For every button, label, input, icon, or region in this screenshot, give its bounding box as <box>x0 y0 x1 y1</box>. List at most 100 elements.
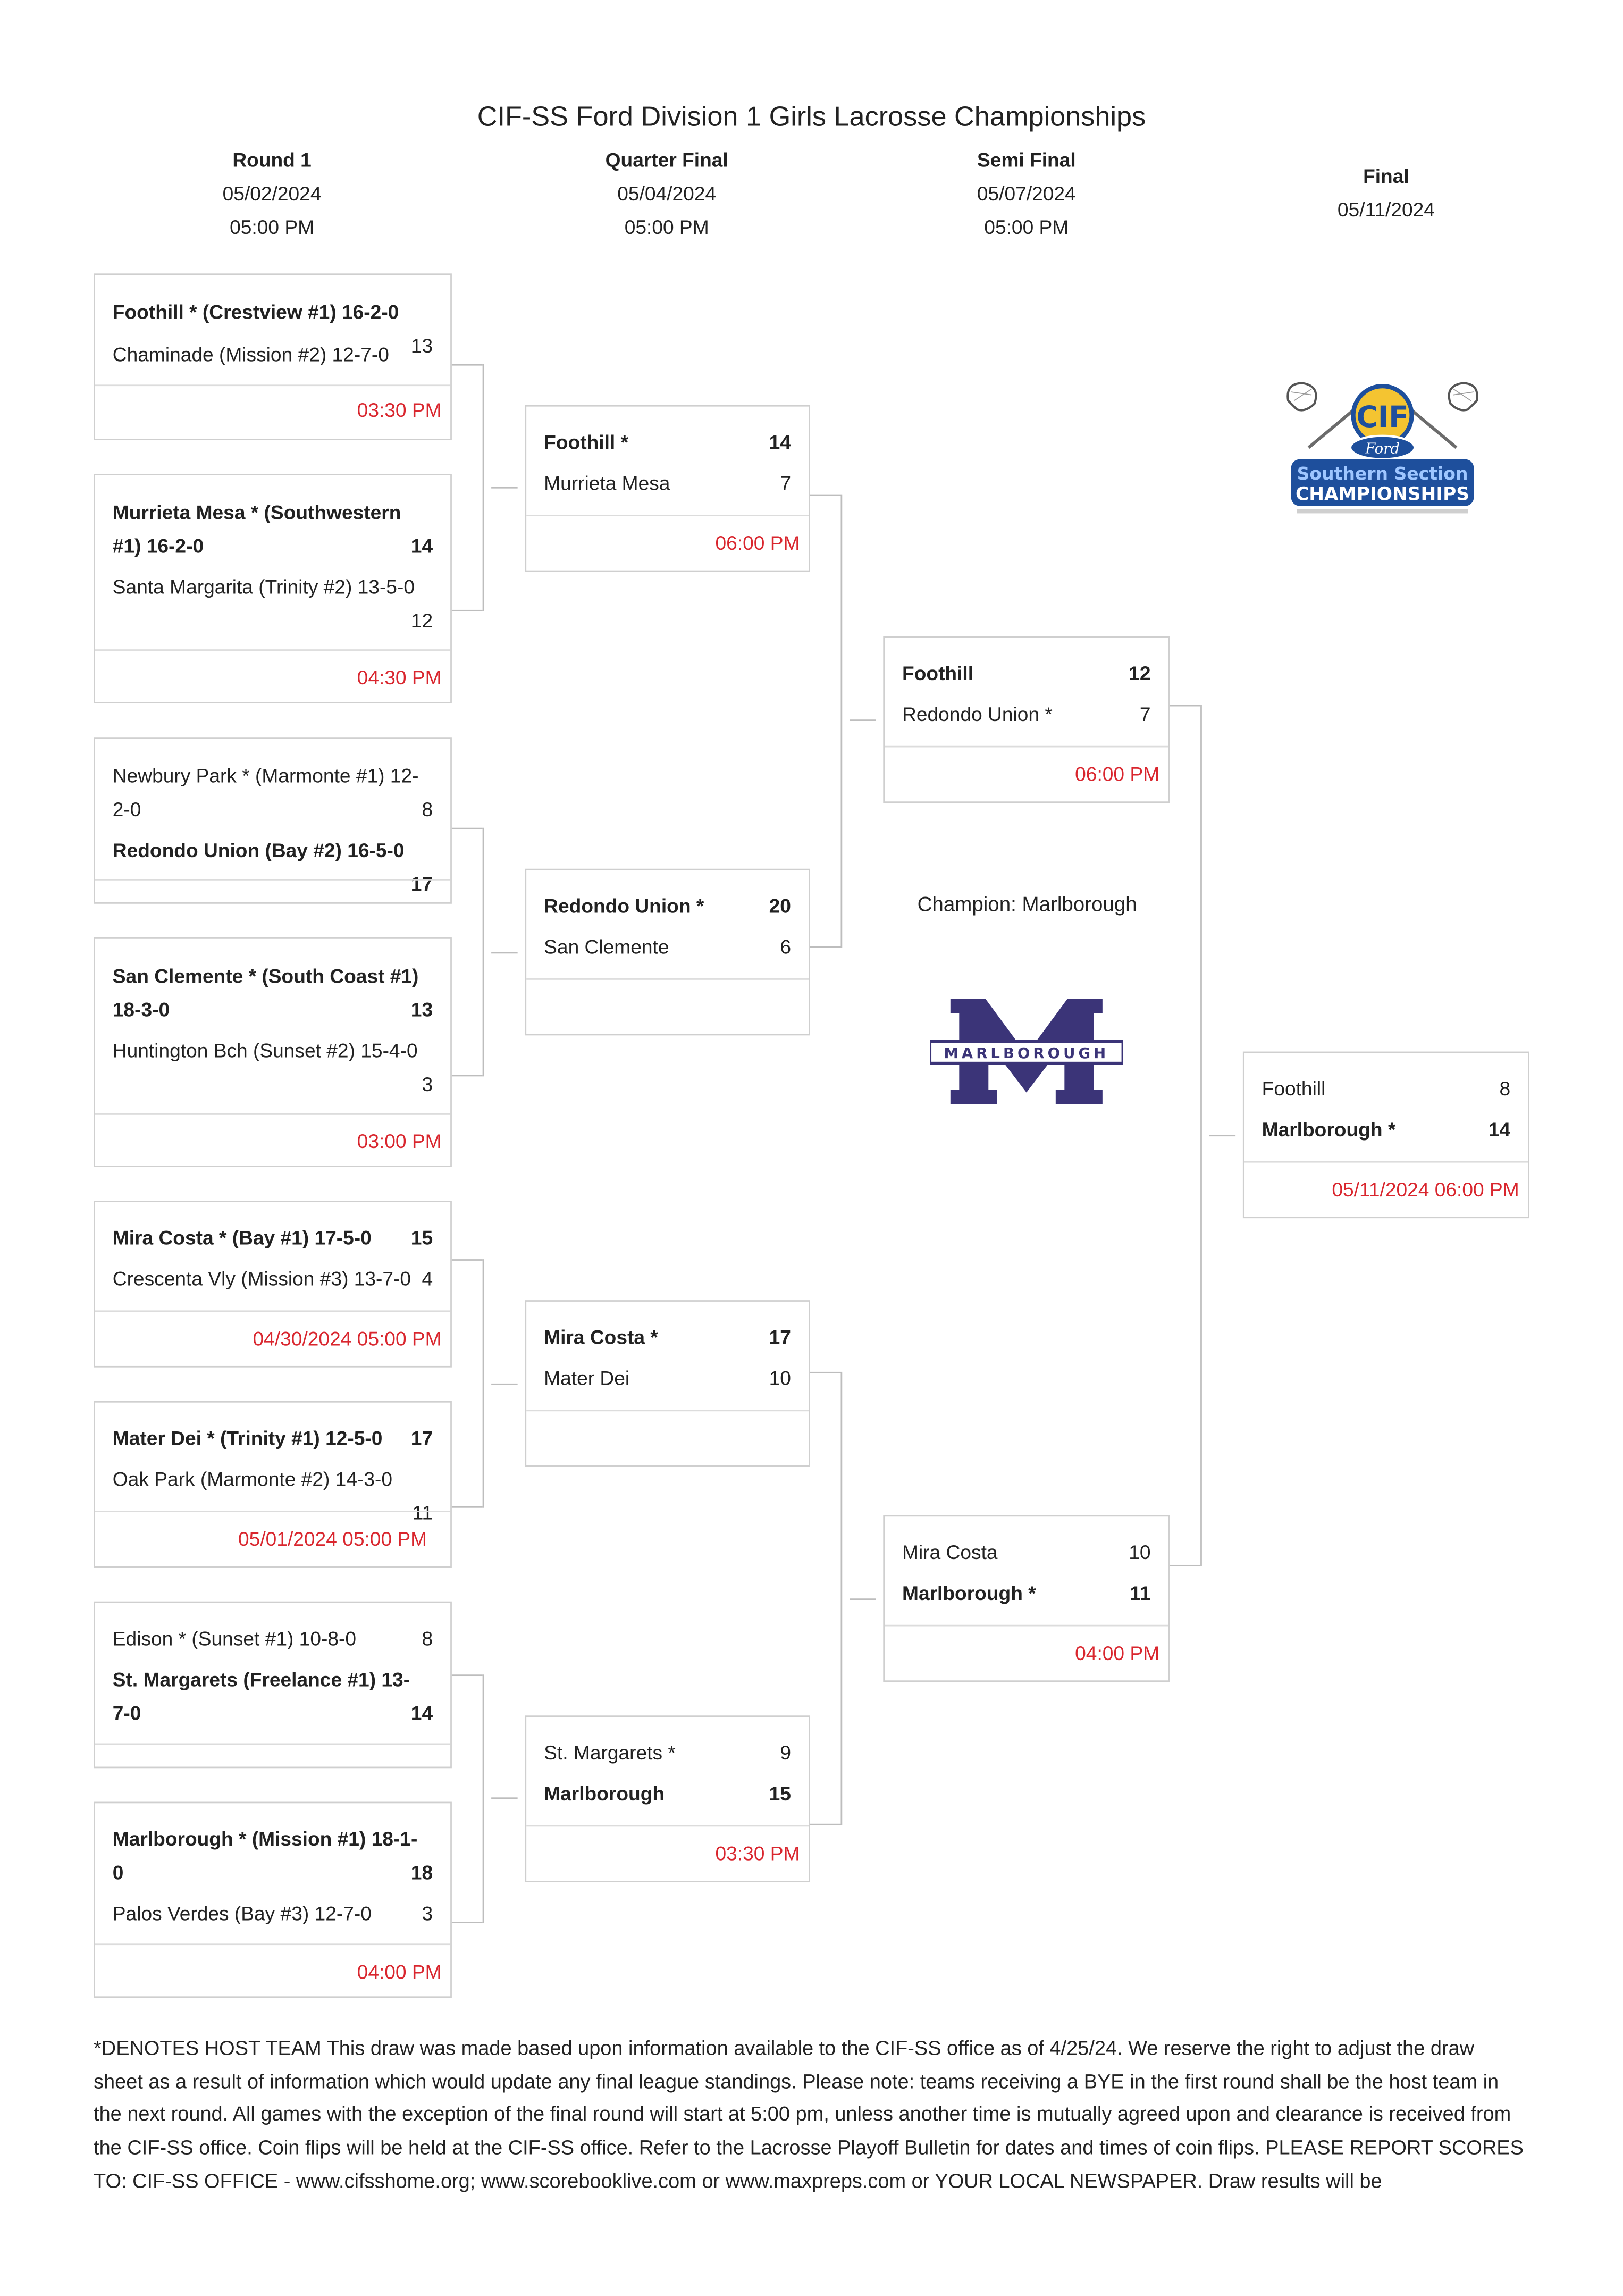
score-1: 20 <box>769 895 791 917</box>
team-1: Mira Costa * (Bay #1) 17-5-0 <box>112 1227 372 1249</box>
connector-line <box>451 1922 483 1923</box>
team-2: Redondo Union * <box>902 703 1053 726</box>
score-2: 7 <box>1139 703 1151 726</box>
score-2: 13 <box>410 334 433 357</box>
score-2: 10 <box>769 1367 791 1389</box>
divider <box>1244 1161 1528 1163</box>
team-2: Crescenta Vly (Mission #3) 13-7-0 <box>112 1268 411 1290</box>
connector-line <box>451 1506 483 1508</box>
score-1: 15 <box>410 1227 433 1249</box>
team-2: Marlborough * <box>1262 1119 1396 1141</box>
match-box-sf-2[interactable]: Mira Costa 10 Marlborough * 11 04:00 PM <box>883 1515 1170 1682</box>
round-header-3: Semi Final 05/07/2024 05:00 PM <box>880 144 1173 245</box>
connector-line <box>1200 705 1202 1566</box>
connector-line <box>491 1797 518 1799</box>
connector-line <box>451 827 483 829</box>
team-1: Mira Costa * <box>544 1326 658 1348</box>
connector-line <box>810 1371 841 1373</box>
connector-line <box>810 494 841 496</box>
team-2: San Clemente <box>544 936 669 958</box>
divider <box>885 1624 1168 1627</box>
connector-line <box>451 1674 483 1677</box>
match-box-r1-8[interactable]: Marlborough * (Mission #1) 18-1- 0 18 Pa… <box>94 1801 452 1998</box>
team-1: Newbury Park * (Marmonte #1) 12- <box>112 765 419 787</box>
team-2-line-2: 7-0 <box>112 1702 141 1724</box>
match-box-final[interactable]: Foothill 8 Marlborough * 14 05/11/2024 0… <box>1242 1051 1529 1219</box>
score-2: 4 <box>422 1268 433 1290</box>
team-2: Marlborough <box>544 1782 665 1805</box>
round-name: Round 1 <box>232 149 312 171</box>
team-1: Murrieta Mesa * (Southwestern <box>112 501 401 524</box>
round-time: 05:00 PM <box>984 216 1069 239</box>
score-2: 7 <box>780 472 791 495</box>
round-date: 05/02/2024 <box>222 182 322 205</box>
connector-line <box>482 1674 484 1923</box>
connector-line <box>482 1259 484 1508</box>
score-1: 17 <box>769 1326 791 1348</box>
connector-line <box>482 364 484 611</box>
match-time: 04:00 PM <box>357 1961 442 1983</box>
team-1: Redondo Union * <box>544 895 704 917</box>
team-1: Foothill <box>902 662 974 685</box>
score-1: 8 <box>422 1628 433 1650</box>
score-1: 17 <box>410 1427 433 1449</box>
team-1-line-2: 18-3-0 <box>112 999 170 1021</box>
team-2: Oak Park (Marmonte #2) 14-3-0 <box>112 1468 393 1490</box>
match-box-r1-4[interactable]: San Clemente * (South Coast #1) 18-3-0 1… <box>94 937 452 1167</box>
match-box-r1-3[interactable]: Newbury Park * (Marmonte #1) 12- 2-0 8 R… <box>94 737 452 904</box>
match-box-qf-4[interactable]: St. Margarets * 9 Marlborough 15 03:30 P… <box>525 1715 810 1882</box>
connector-line <box>1209 1135 1236 1137</box>
match-box-sf-1[interactable]: Foothill 12 Redondo Union * 7 06:00 PM <box>883 636 1170 803</box>
round-date: 05/04/2024 <box>617 182 717 205</box>
team-2: Santa Margarita (Trinity #2) 13-5-0 <box>112 576 415 598</box>
score-2: 11 <box>1130 1582 1151 1605</box>
divider <box>526 515 809 516</box>
page-title: CIF-SS Ford Division 1 Girls Lacrosse Ch… <box>477 102 1146 133</box>
connector-line <box>850 1598 876 1600</box>
team-1-line-2: #1) 16-2-0 <box>112 535 204 557</box>
match-box-qf-1[interactable]: Foothill * 14 Murrieta Mesa 7 06:00 PM <box>525 405 810 572</box>
round-date: 05/07/2024 <box>977 182 1076 205</box>
score-2: 3 <box>422 1073 433 1096</box>
team-1: Marlborough * (Mission #1) 18-1- <box>112 1828 418 1850</box>
team-1: Foothill <box>1262 1078 1326 1100</box>
connector-line <box>491 1383 518 1385</box>
match-box-r1-2[interactable]: Murrieta Mesa * (Southwestern #1) 16-2-0… <box>94 474 452 703</box>
score-2: 17 <box>410 873 433 895</box>
match-box-r1-5[interactable]: Mira Costa * (Bay #1) 17-5-0 15 Crescent… <box>94 1201 452 1368</box>
logo-letter: M <box>1026 1027 1028 1029</box>
divider <box>95 1943 451 1946</box>
match-time: 06:00 PM <box>1075 763 1160 785</box>
logo-line-1: Southern Section <box>1297 463 1468 484</box>
logo-school-name: MARLBOROUGH <box>944 1045 1109 1062</box>
match-box-r1-1[interactable]: Foothill * (Crestview #1) 16-2-0 Chamina… <box>94 273 452 440</box>
logo-ford-text: Ford <box>1365 440 1400 457</box>
round-header-1: Round 1 05/02/2024 05:00 PM <box>126 144 418 245</box>
connector-line <box>810 946 841 948</box>
match-box-r1-7[interactable]: Edison * (Sunset #1) 10-8-0 8 St. Margar… <box>94 1601 452 1769</box>
match-time: 03:30 PM <box>357 399 442 422</box>
logo-cif-text: CIF <box>1356 400 1408 434</box>
divider <box>95 1511 451 1512</box>
match-time: 04:30 PM <box>357 667 442 689</box>
match-time: 03:30 PM <box>715 1842 800 1865</box>
round-time: 05:00 PM <box>624 216 709 239</box>
team-1: Mater Dei * (Trinity #1) 12-5-0 <box>112 1427 383 1449</box>
team-2: Marlborough * <box>902 1582 1036 1605</box>
match-box-r1-6[interactable]: Mater Dei * (Trinity #1) 12-5-0 17 Oak P… <box>94 1401 452 1568</box>
score-1: 10 <box>1129 1541 1151 1564</box>
connector-line <box>491 487 518 489</box>
connector-line <box>482 827 484 1077</box>
connector-line <box>850 719 876 721</box>
score-1: 12 <box>1129 662 1151 685</box>
score-1: 9 <box>780 1741 791 1764</box>
match-box-qf-2[interactable]: Redondo Union * 20 San Clemente 6 <box>525 868 810 1036</box>
match-box-qf-3[interactable]: Mira Costa * 17 Mater Dei 10 <box>525 1300 810 1467</box>
team-2: Palos Verdes (Bay #3) 12-7-0 <box>112 1903 372 1925</box>
round-header-4: Final 05/11/2024 <box>1240 160 1532 227</box>
match-time: 03:00 PM <box>357 1130 442 1153</box>
divider <box>95 879 451 881</box>
divider <box>526 1825 809 1827</box>
divider <box>95 649 451 651</box>
team-2: Mater Dei <box>544 1367 630 1389</box>
